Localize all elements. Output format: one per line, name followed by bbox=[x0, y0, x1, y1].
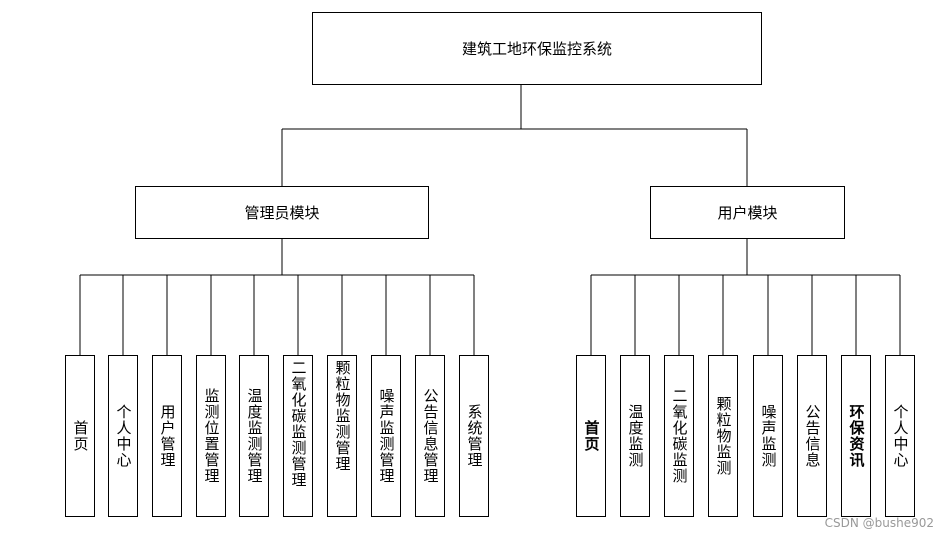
admin-leaf-node: 系统管理 bbox=[459, 355, 489, 517]
admin-leaf-label: 个人中心 bbox=[114, 404, 133, 468]
user-leaf-label: 环保资讯 bbox=[847, 404, 866, 468]
admin-leaf-node: 二氧化碳监测管理 bbox=[283, 355, 313, 517]
admin-leaf-node: 温度监测管理 bbox=[239, 355, 269, 517]
admin-leaf-label: 颗粒物监测管理 bbox=[333, 360, 352, 472]
admin-leaf-node: 颗粒物监测管理 bbox=[327, 355, 357, 517]
admin-leaf-label: 监测位置管理 bbox=[202, 388, 221, 484]
admin-leaf-node: 噪声监测管理 bbox=[371, 355, 401, 517]
user-leaf-label: 个人中心 bbox=[891, 404, 910, 468]
admin-leaf-node: 监测位置管理 bbox=[196, 355, 226, 517]
admin-leaf-label: 公告信息管理 bbox=[421, 388, 440, 484]
user-module-node: 用户模块 bbox=[650, 186, 845, 239]
user-module-label: 用户模块 bbox=[717, 204, 778, 222]
user-leaf-node: 公告信息 bbox=[797, 355, 827, 517]
user-leaf-label: 温度监测 bbox=[626, 404, 645, 468]
user-leaf-label: 首页 bbox=[582, 420, 601, 452]
root-node: 建筑工地环保监控系统 bbox=[312, 12, 762, 85]
user-leaf-label: 颗粒物监测 bbox=[714, 396, 733, 476]
admin-leaf-label: 首页 bbox=[71, 420, 90, 452]
user-leaf-node: 首页 bbox=[576, 355, 606, 517]
admin-leaf-node: 公告信息管理 bbox=[415, 355, 445, 517]
user-leaf-label: 噪声监测 bbox=[759, 404, 778, 468]
admin-module-node: 管理员模块 bbox=[135, 186, 429, 239]
user-leaf-node: 噪声监测 bbox=[753, 355, 783, 517]
user-leaf-node: 温度监测 bbox=[620, 355, 650, 517]
admin-leaf-label: 噪声监测管理 bbox=[377, 388, 396, 484]
admin-leaf-node: 首页 bbox=[65, 355, 95, 517]
admin-module-label: 管理员模块 bbox=[244, 204, 320, 222]
root-label: 建筑工地环保监控系统 bbox=[461, 40, 612, 58]
admin-leaf-label: 系统管理 bbox=[465, 404, 484, 468]
admin-leaf-node: 个人中心 bbox=[108, 355, 138, 517]
user-leaf-node: 二氧化碳监测 bbox=[664, 355, 694, 517]
user-leaf-node: 个人中心 bbox=[885, 355, 915, 517]
admin-leaf-label: 二氧化碳监测管理 bbox=[289, 360, 308, 488]
user-leaf-label: 二氧化碳监测 bbox=[670, 388, 689, 484]
user-leaf-node: 颗粒物监测 bbox=[708, 355, 738, 517]
admin-leaf-node: 用户管理 bbox=[152, 355, 182, 517]
user-leaf-label: 公告信息 bbox=[803, 404, 822, 468]
admin-leaf-label: 温度监测管理 bbox=[245, 388, 264, 484]
user-leaf-node: 环保资讯 bbox=[841, 355, 871, 517]
watermark-text: CSDN @bushe902 bbox=[824, 516, 934, 530]
admin-leaf-label: 用户管理 bbox=[158, 404, 177, 468]
